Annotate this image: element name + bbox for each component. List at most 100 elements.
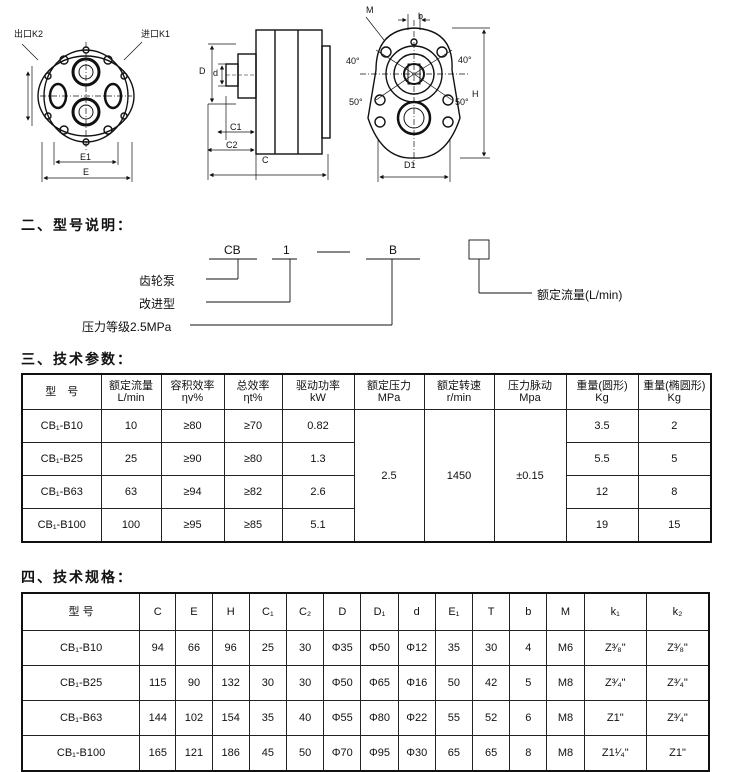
model-item-gear-pump: 齿轮泵 xyxy=(139,274,176,288)
table-row: CB₁-B10 94 66 96 25 30 Φ35 Φ50 Φ12 35 30… xyxy=(21,630,710,666)
table-cell: 30 xyxy=(285,630,325,666)
header-cell: 重量(圆形)Kg xyxy=(565,373,639,410)
model-item-pressure-grade: 压力等级2.5MPa xyxy=(82,320,172,334)
table-cell: ≥94 xyxy=(160,475,225,509)
params-section-title: 三、技术参数： xyxy=(21,351,133,367)
inlet-label: 进口K1 xyxy=(141,29,171,39)
table-row: CB₁-B10 10 ≥80 ≥70 0.82 2.5 1450 ±0.15 3… xyxy=(21,409,712,543)
model-code-cb: CB xyxy=(224,243,241,257)
table-cell: 30 xyxy=(285,665,325,701)
table-cell: ≥70 xyxy=(223,409,283,443)
table-cell: Z³⁄₈" xyxy=(645,630,710,666)
table-cell: Z³⁄₄" xyxy=(645,665,710,701)
table-cell: 8 xyxy=(637,475,712,509)
angle-50-left: 50° xyxy=(349,97,363,107)
pump-drawing xyxy=(21,14,490,182)
table-cell: ≥95 xyxy=(160,508,225,543)
model-code-b: B xyxy=(389,243,398,257)
table-row: CB₁-B100 165 121 186 45 50 Φ70 Φ95 Φ30 6… xyxy=(21,735,710,772)
table-cell: Φ50 xyxy=(360,630,399,666)
dim-d1: D1 xyxy=(404,160,416,170)
table-cell: 15 xyxy=(637,508,712,543)
table-cell: Z³⁄₄" xyxy=(645,700,710,736)
table-cell: 0.82 xyxy=(281,409,355,443)
table-cell: Φ55 xyxy=(323,700,362,736)
dim-m: M xyxy=(366,5,374,15)
table-cell: 42 xyxy=(471,665,511,701)
table-cell: 10 xyxy=(100,409,162,443)
header-cell: k₂ xyxy=(645,592,710,631)
table-cell: 6 xyxy=(509,700,548,736)
table-cell: 100 xyxy=(100,508,162,543)
table-cell: 5.1 xyxy=(281,508,355,543)
header-cell: M xyxy=(546,592,585,631)
table-cell: 12 xyxy=(565,475,639,509)
table-row: CB₁-B63 144 102 154 35 40 Φ55 Φ80 Φ22 55… xyxy=(21,700,710,736)
table-cell: 63 xyxy=(100,475,162,509)
header-cell: 重量(椭圆形)Kg xyxy=(637,373,712,410)
angle-40-right: 40° xyxy=(458,55,472,65)
dim-c2: C2 xyxy=(226,140,238,150)
table-cell: 35 xyxy=(248,700,287,736)
header-cell: C xyxy=(139,592,177,631)
header-cell: D₁ xyxy=(360,592,399,631)
table-row: CB₁-B63 63 ≥94 ≥82 2.6 12 8 xyxy=(21,475,712,509)
table-cell: 121 xyxy=(175,735,213,772)
header-cell: D xyxy=(323,592,362,631)
header-cell: E₁ xyxy=(434,592,474,631)
table-cell: Φ80 xyxy=(360,700,399,736)
header-cell: 型 号 xyxy=(21,592,141,631)
table-row: CB₁-B100 100 ≥95 ≥85 5.1 19 15 xyxy=(21,508,712,543)
model-flow-label: 额定流量(L/min) xyxy=(537,288,623,302)
table-cell: 144 xyxy=(139,700,177,736)
header-cell: d xyxy=(397,592,436,631)
table-cell: Φ30 xyxy=(397,735,436,772)
header-cell: T xyxy=(471,592,511,631)
table-cell: 2 xyxy=(637,409,712,443)
side-view xyxy=(225,29,331,155)
table-cell: 4 xyxy=(509,630,548,666)
table-cell: ≥82 xyxy=(223,475,283,509)
table-cell: 19 xyxy=(565,508,639,543)
model-code-1: 1 xyxy=(283,243,290,257)
dim-d-upper: D xyxy=(199,66,206,76)
pressure-pulsation-cell: ±0.15 xyxy=(493,409,567,543)
header-cell: C₁ xyxy=(248,592,287,631)
table-cell: 40 xyxy=(285,700,325,736)
model-cell: CB₁-B100 xyxy=(21,735,141,772)
header-cell: b xyxy=(509,592,548,631)
model-cell: CB₁-B63 xyxy=(21,475,102,509)
model-item-improved: 改进型 xyxy=(139,297,176,311)
table-cell: 3.5 xyxy=(565,409,639,443)
table-cell: 94 xyxy=(139,630,177,666)
model-cell: CB₁-B10 xyxy=(21,409,102,443)
table-cell: 25 xyxy=(248,630,287,666)
table-cell: 35 xyxy=(434,630,474,666)
dim-c1: C1 xyxy=(230,122,242,132)
table-cell: Φ35 xyxy=(323,630,362,666)
table-cell: ≥80 xyxy=(160,409,225,443)
table-cell: 5 xyxy=(637,442,712,476)
table-cell: Z1¹⁄₄" xyxy=(583,735,647,772)
table-cell: M6 xyxy=(546,630,585,666)
table-cell: 45 xyxy=(248,735,287,772)
table-cell: M8 xyxy=(546,665,585,701)
table-cell: Φ12 xyxy=(397,630,436,666)
table-cell: Φ95 xyxy=(360,735,399,772)
table-row: CB₁-B25 25 ≥90 ≥80 1.3 5.5 5 xyxy=(21,442,712,476)
dim-h: H xyxy=(472,89,479,99)
table-cell: 165 xyxy=(139,735,177,772)
table-cell: Z³⁄₄" xyxy=(583,665,647,701)
rated-speed-cell: 1450 xyxy=(423,409,495,543)
model-section-title: 二、型号说明： xyxy=(21,217,133,233)
table-cell: ≥90 xyxy=(160,442,225,476)
header-cell: E xyxy=(175,592,213,631)
specs-table: 型 号 C E H C₁ C₂ D D₁ d E₁ T b M k₁ k₂ CB… xyxy=(21,592,710,772)
